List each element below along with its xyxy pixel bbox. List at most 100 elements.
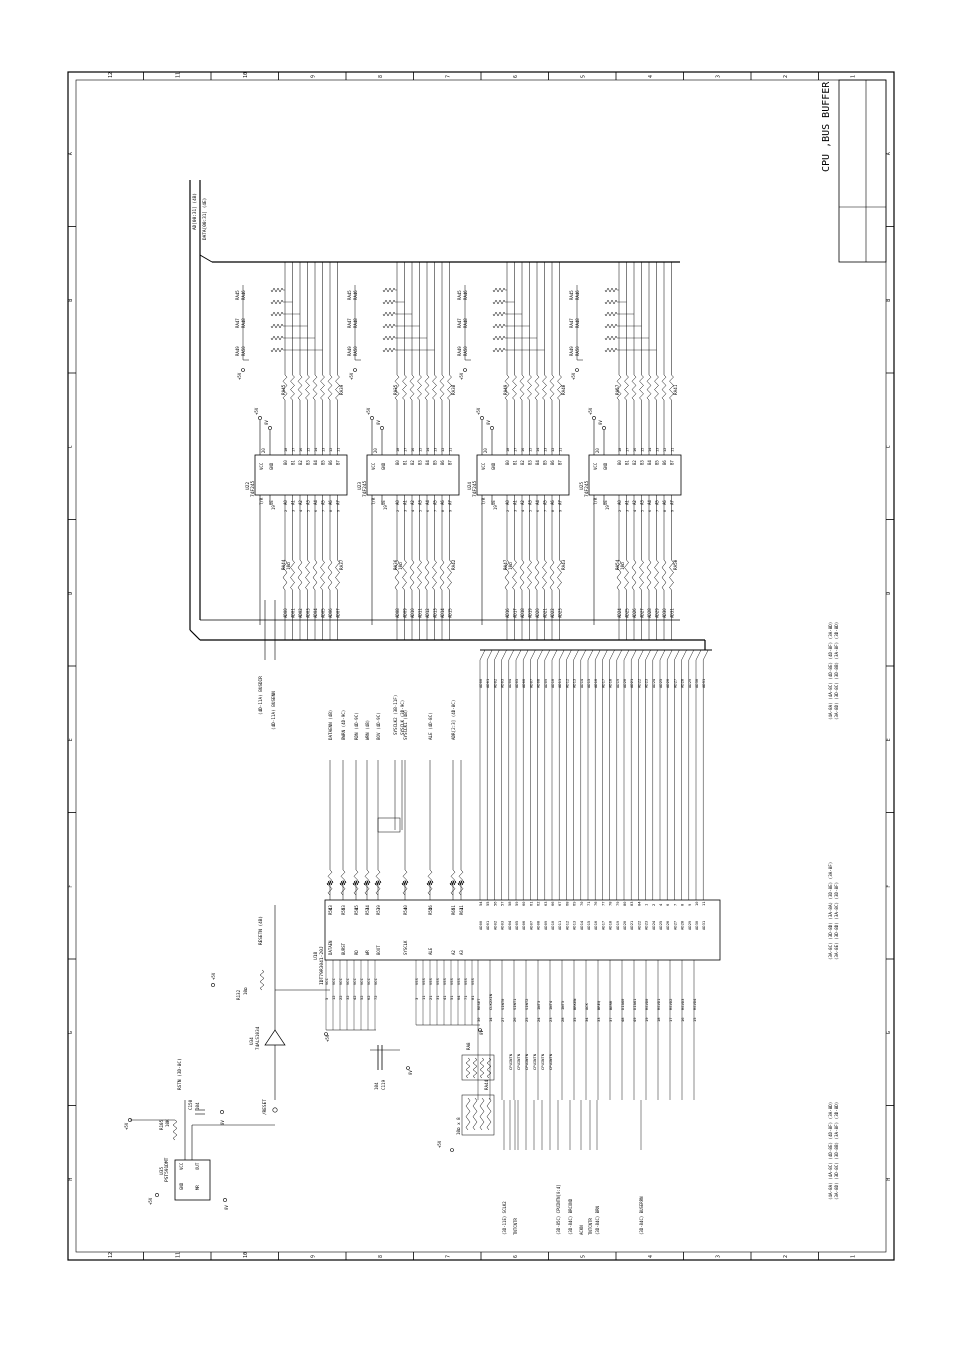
pin-name: GND (381, 462, 386, 470)
row-number-bottom: 5 (580, 1255, 586, 1258)
pin-name-a: A5 (433, 500, 438, 505)
pullup-pack-label: RA45 (235, 290, 240, 300)
pullup-vcc-label: +5V (571, 372, 576, 380)
cpu-ad-net-label: AD28 (680, 678, 685, 688)
pin-number: 5 (419, 510, 423, 512)
cpu-ad-bus-entry (566, 649, 572, 661)
pin-number: 12 (329, 448, 333, 452)
resistor-pack-label: RA40 (561, 384, 567, 395)
reset-pullup-label: +5V (211, 972, 216, 980)
pin-number: 18 (284, 448, 288, 452)
cpu-ctrl-net: DATAENN (4B) (328, 710, 333, 740)
cpu-resistor-label: R57 (365, 907, 370, 915)
cpu-ctrl-net: ALE (4D-8C) (428, 712, 433, 740)
address-net-label: AD31 (670, 608, 675, 618)
address-net-label: AD21 (543, 608, 548, 618)
column-letter-left: D (68, 592, 74, 595)
series-resistor (447, 559, 452, 591)
series-resistor (512, 559, 517, 591)
cpu-pin-number: 41 (459, 905, 464, 910)
pin-number: 11 (337, 448, 341, 452)
pin-number: 7 (322, 510, 326, 512)
pin-name-a: A3 (306, 500, 311, 505)
cpu-ad-bus-entry (652, 649, 659, 661)
pullup-resistor (382, 299, 396, 305)
cpu-ctrl-net: BWRN (4D-9C) (341, 710, 346, 740)
cpu-resistor-label: R58 (341, 907, 346, 915)
address-net-label: AD17 (513, 608, 518, 618)
vcc-pin-number: 62 (366, 995, 371, 1000)
reset-vcc-label: +5V (124, 1122, 129, 1130)
cpu-pin-name: RD (354, 950, 359, 955)
vcc-terminal (324, 1032, 328, 1036)
vcc-terminal (592, 416, 596, 420)
cpuintn-label: CPUINTN (532, 1053, 537, 1070)
reset-pullup-terminal (211, 983, 215, 987)
cpu-ad-bus-entry (681, 649, 687, 661)
pin-name-b: B1 (403, 460, 408, 465)
pin-number: 5 (641, 510, 645, 512)
vcc-pin-number: 5 (324, 998, 329, 1000)
cpu-lower-pin-number: 28 (560, 1017, 565, 1022)
cpu-lower-pin-number: 48 (620, 1017, 625, 1022)
pin-number: 2 (396, 510, 400, 512)
reset-cap-label: C150 (188, 1099, 193, 1110)
pin-number: 2 (618, 510, 622, 512)
pin-number: 4 (299, 510, 303, 512)
cpu-ctrl-resistor (339, 880, 347, 886)
resistor-pack-value: 10Ω (398, 562, 404, 570)
series-resistor (504, 559, 510, 591)
cpu-ad-pin-name: AD13 (572, 921, 577, 930)
cpu-pin-name: DATAEN (328, 940, 333, 955)
cpu-pin-number: 43 (328, 905, 333, 910)
cpu-lower-pin-name: RSVD2 (668, 999, 673, 1010)
series-resistor (327, 559, 333, 591)
pullup-pack-label: RA49 (235, 346, 240, 356)
series-resistor (549, 559, 555, 591)
cpu-ctrl-resistor (327, 869, 333, 896)
pullup-pack-label: RA50 (575, 346, 580, 356)
cpu-resistor-label: R54 (403, 907, 408, 915)
pin-number: 19 (271, 505, 276, 510)
resistor-pack-label: RA38 (451, 384, 457, 395)
cpu-ad-net-label: AD27 (672, 679, 677, 688)
pin-number: 14 (648, 448, 652, 452)
column-letter-right: C (886, 445, 892, 448)
output-resistor (624, 374, 629, 401)
row-number-top: 8 (378, 75, 384, 78)
column-letter-left: F (68, 885, 74, 888)
pullup-terminal (353, 368, 357, 372)
pin-name: OE (491, 500, 496, 505)
supervisor-pin: VCC (179, 1162, 184, 1170)
series-resistor (305, 559, 310, 591)
cpu-lower-pin-number: 25 (524, 1017, 529, 1022)
reset-res2-value: 10Ω (243, 987, 248, 995)
resistor-pack-label: RA37 (339, 559, 345, 570)
output-resistor (557, 374, 562, 401)
cpu-ad-pin-name: AD11 (557, 920, 562, 930)
pin-name-a: A5 (655, 500, 660, 505)
cpu-ad-bus-entry (695, 649, 702, 661)
pin-name-a: A3 (528, 500, 533, 505)
pin-name-a: A0 (395, 500, 400, 505)
cpu-lower-pin-name: CLK2XIN (488, 993, 493, 1010)
series-resistor (534, 559, 540, 591)
cpu-lower-pin-number: 19 (644, 1017, 649, 1022)
cpu-pin-number: 45 (354, 905, 359, 910)
vcc-pin-number: 32 (345, 995, 350, 1000)
pin-number: 16 (299, 448, 303, 452)
cpu-lower-pin-name: SINT1 (512, 998, 517, 1010)
pin-name: OE (603, 500, 608, 505)
cpu-ad-bus-entry (587, 649, 594, 661)
cpu-resistor-label: R55 (428, 907, 433, 915)
output-resistor (320, 374, 325, 401)
cpu-pin-name: BURST (341, 942, 346, 955)
pullup-resistor (604, 311, 618, 317)
pin-number: 4 (633, 510, 637, 512)
busdir-label: (4D-11A) BUSDIR (258, 676, 264, 715)
pullup-pack-label: RA49 (457, 346, 462, 356)
pullup-resistor (270, 335, 284, 341)
cpu-lower-pin-name: INT5 (560, 1001, 565, 1010)
inverter-part: 74ALS1034 (255, 1026, 261, 1050)
